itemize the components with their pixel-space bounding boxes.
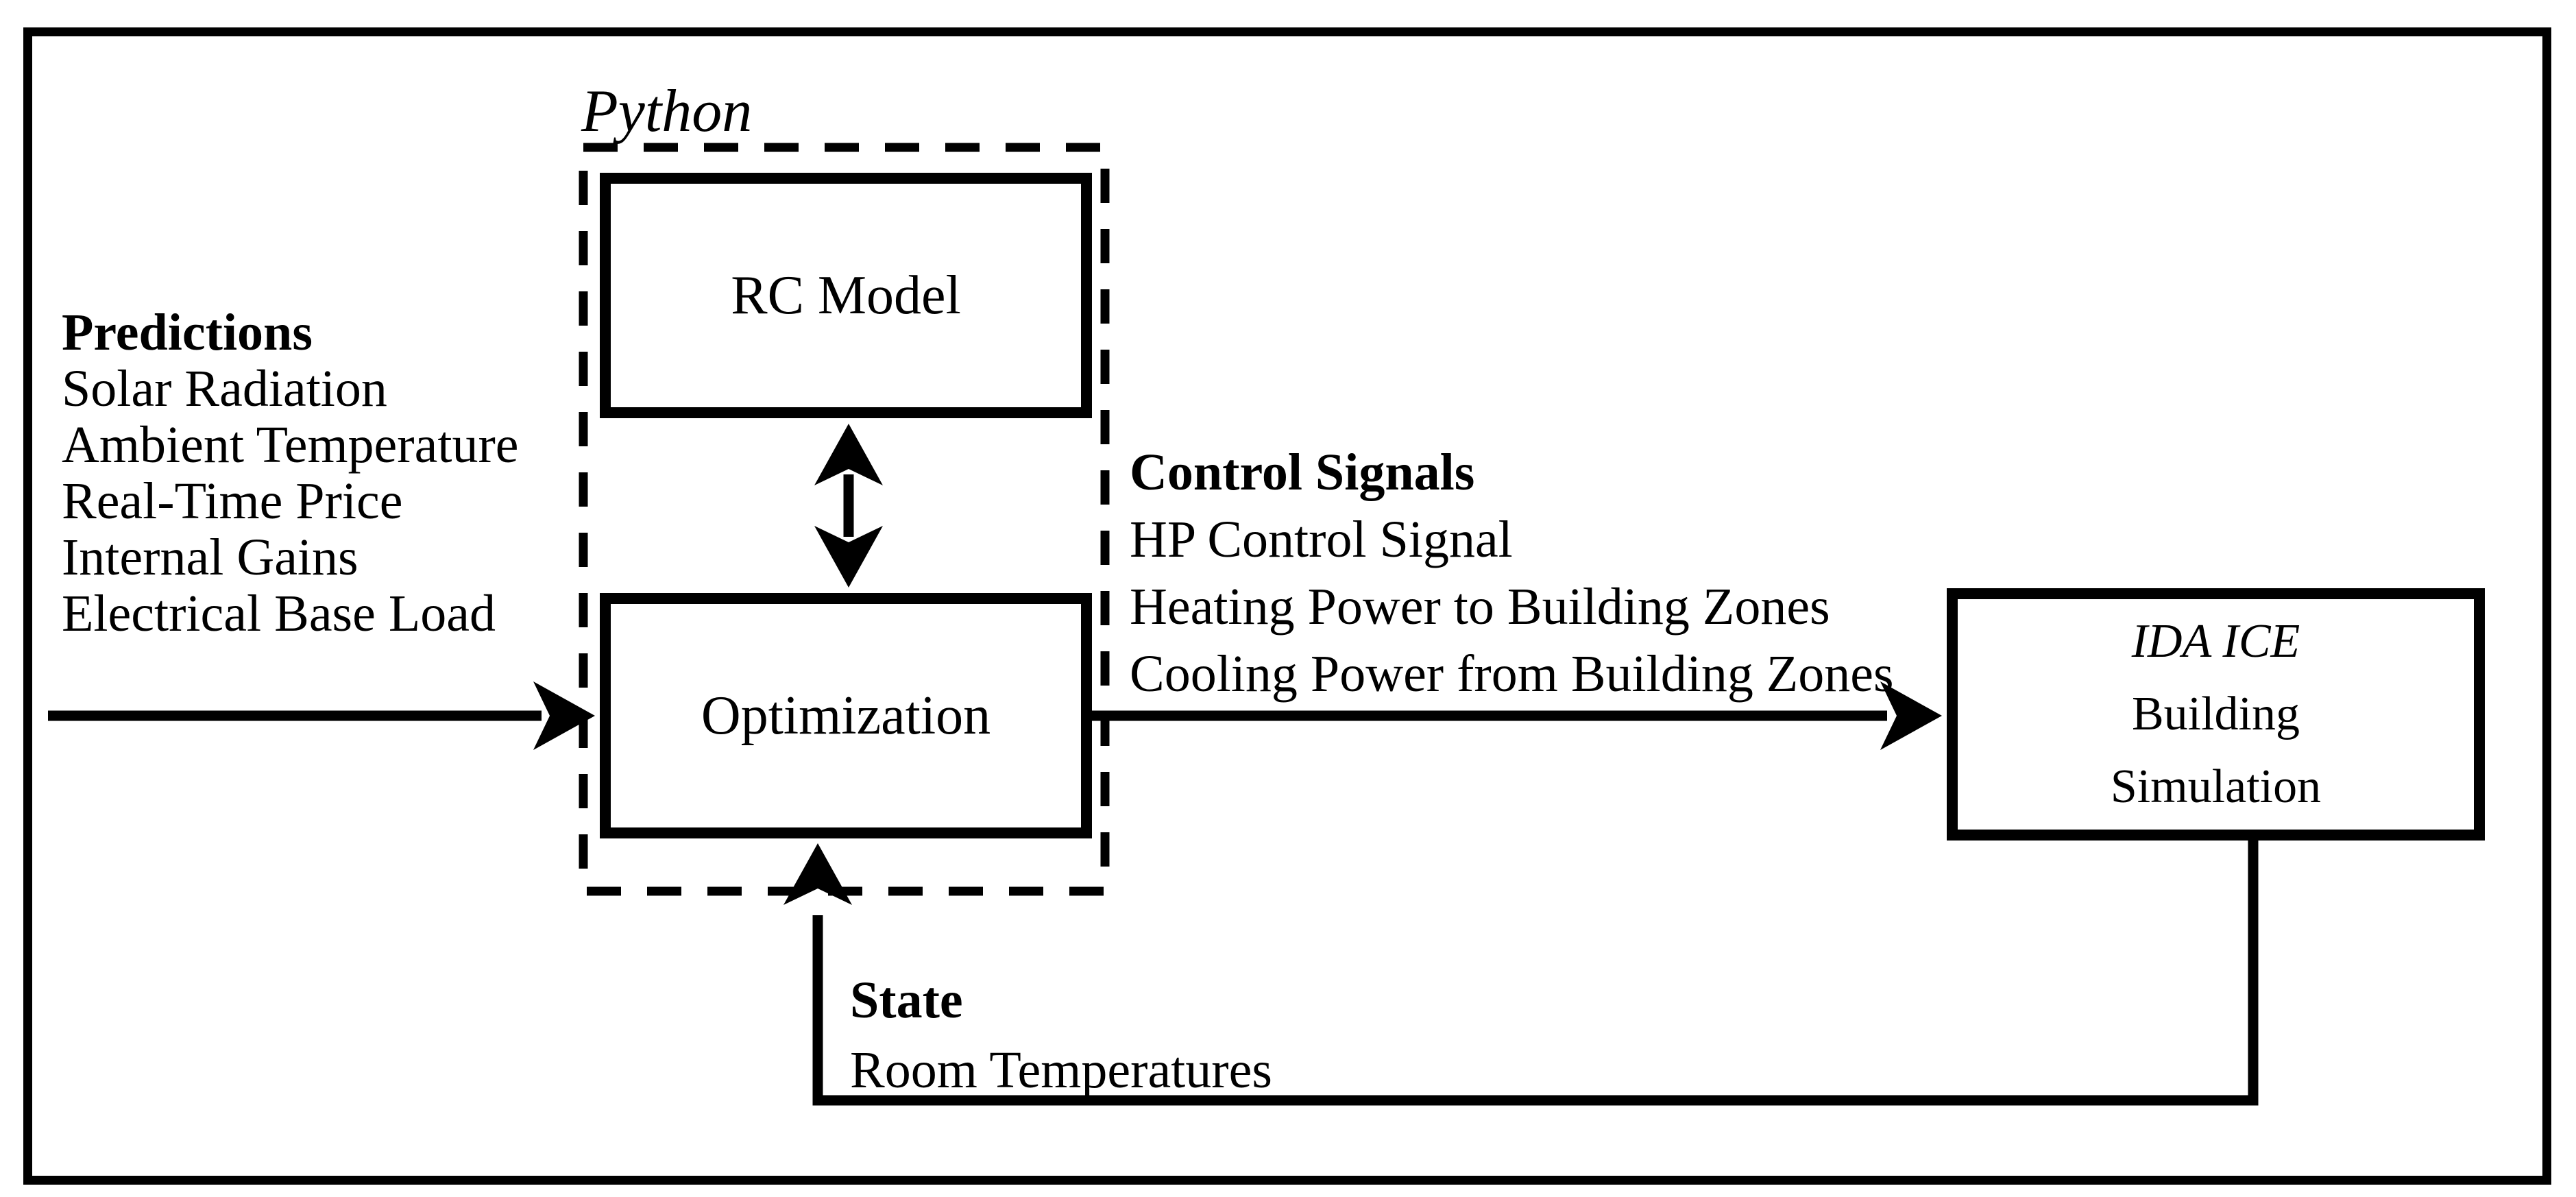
arrow-right-icon bbox=[1880, 681, 1942, 750]
predictions-item: Internal Gains bbox=[62, 529, 359, 586]
rc-model-box: RC Model bbox=[600, 173, 1092, 418]
control-signals-item: HP Control Signal bbox=[1130, 511, 1513, 568]
state-feedback-connector bbox=[783, 840, 2259, 1106]
control-signals-list: Control Signals HP Control Signal Heatin… bbox=[1130, 439, 1894, 708]
ida-ice-box: IDA ICE Building Simulation bbox=[1947, 588, 2485, 841]
predictions-item: Real-Time Price bbox=[62, 472, 403, 530]
state-heading: State bbox=[850, 971, 963, 1029]
arrow-down-icon bbox=[814, 526, 883, 588]
control-signals-arrow bbox=[1092, 681, 1942, 750]
ida-ice-line-simulation: Simulation bbox=[2110, 760, 2322, 813]
rc-optimization-double-arrow bbox=[814, 424, 883, 588]
control-signals-item: Cooling Power from Building Zones bbox=[1130, 645, 1894, 703]
predictions-list: Predictions Solar Radiation Ambient Temp… bbox=[62, 304, 518, 642]
arrow-right-icon bbox=[533, 681, 595, 750]
predictions-arrow bbox=[48, 681, 595, 750]
arrow-up-icon bbox=[814, 424, 883, 485]
figure-frame bbox=[23, 27, 2551, 1185]
arrow-up-icon bbox=[783, 843, 852, 905]
python-environment-label: Python bbox=[581, 78, 753, 145]
optimization-label: Optimization bbox=[701, 686, 991, 746]
rc-model-label: RC Model bbox=[731, 265, 961, 326]
control-signals-item: Heating Power to Building Zones bbox=[1130, 578, 1830, 636]
predictions-item: Ambient Temperature bbox=[62, 416, 519, 474]
predictions-item: Electrical Base Load bbox=[62, 585, 496, 642]
state-item: Room Temperatures bbox=[850, 1041, 1272, 1099]
state-list: State Room Temperatures bbox=[850, 965, 1272, 1105]
ida-ice-title: IDA ICE bbox=[2131, 615, 2300, 668]
predictions-heading: Predictions bbox=[62, 304, 313, 361]
predictions-item: Solar Radiation bbox=[62, 360, 387, 418]
control-signals-heading: Control Signals bbox=[1130, 444, 1475, 501]
ida-ice-line-building: Building bbox=[2131, 688, 2300, 740]
optimization-box: Optimization bbox=[600, 593, 1092, 838]
